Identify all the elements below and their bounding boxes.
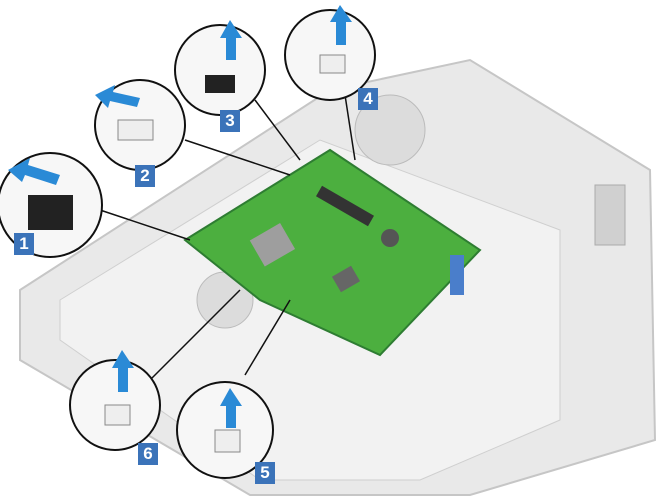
system-board (183, 148, 482, 357)
leader-lines (99, 94, 356, 381)
connectors (28, 54, 346, 453)
callout-badge-2: 2 (135, 165, 155, 187)
direction-arrows (8, 5, 352, 428)
callout-badge-4: 4 (358, 88, 378, 110)
callout-badge-6: 6 (138, 443, 158, 465)
callout-badge-3: 3 (220, 110, 240, 132)
callout-badge-1: 1 (14, 233, 34, 255)
callout-badge-5: 5 (255, 462, 275, 484)
